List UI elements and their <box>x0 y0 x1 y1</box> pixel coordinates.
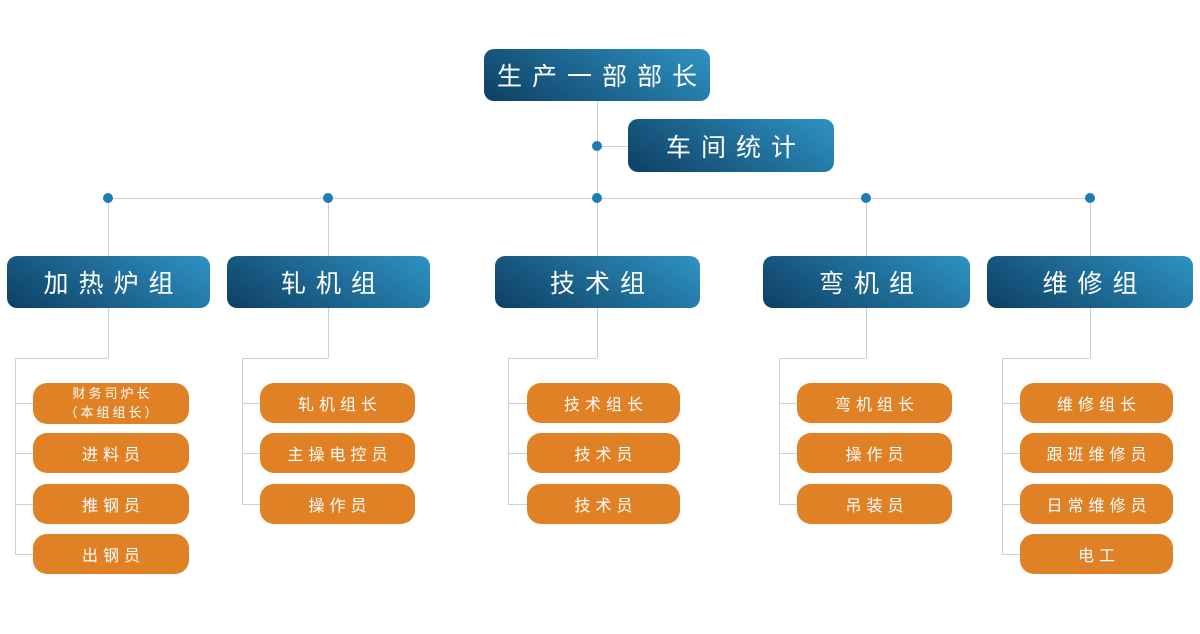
connector-line <box>597 198 598 256</box>
connector-line <box>328 308 329 358</box>
node-group-3: 技术组 <box>495 256 700 308</box>
node-group-1: 加热炉组 <box>7 256 210 308</box>
connector-line <box>779 403 797 404</box>
connector-line <box>108 308 109 358</box>
node-member-g3-2: 技术员 <box>527 433 680 473</box>
connector-line <box>1002 403 1020 404</box>
connector-line <box>1002 358 1090 359</box>
node-member-g4-2: 操作员 <box>797 433 952 473</box>
connector-line <box>779 358 780 504</box>
node-member-g3-1: 技术组长 <box>527 383 680 423</box>
connector-line <box>15 504 33 505</box>
connector-line <box>779 453 797 454</box>
connector-line <box>508 403 527 404</box>
connector-line <box>1002 554 1020 555</box>
connector-line <box>779 358 866 359</box>
node-group-5: 维修组 <box>987 256 1193 308</box>
node-staff: 车间统计 <box>628 119 834 172</box>
node-member-g1-1: 财务司炉长 （本组组长） <box>33 383 189 424</box>
connector-line <box>15 453 33 454</box>
connector-line <box>779 504 797 505</box>
node-member-g2-2: 主操电控员 <box>260 433 415 473</box>
node-member-g2-1: 轧机组长 <box>260 383 415 423</box>
junction-dot <box>103 193 113 203</box>
junction-dot <box>323 193 333 203</box>
connector-line <box>866 308 867 358</box>
node-group-2: 轧机组 <box>227 256 430 308</box>
connector-line <box>1002 453 1020 454</box>
node-member-g5-2: 跟班维修员 <box>1020 433 1173 473</box>
member-label: 财务司炉长 <box>72 385 153 401</box>
node-member-g4-1: 弯机组长 <box>797 383 952 423</box>
connector-line <box>1090 308 1091 358</box>
connector-line <box>508 453 527 454</box>
connector-line <box>15 358 108 359</box>
node-member-g2-3: 操作员 <box>260 484 415 524</box>
member-sublabel: （本组组长） <box>64 404 161 420</box>
connector-line <box>15 358 16 554</box>
node-member-g1-3: 推钢员 <box>33 484 189 524</box>
connector-line <box>108 198 109 256</box>
node-member-g4-3: 吊装员 <box>797 484 952 524</box>
connector-line <box>242 358 243 504</box>
junction-dot <box>592 193 602 203</box>
connector-line <box>242 504 260 505</box>
node-member-g1-4: 出钢员 <box>33 534 189 574</box>
node-root: 生产一部部长 <box>484 49 710 101</box>
connector-line <box>508 358 597 359</box>
connector-line <box>1002 504 1020 505</box>
node-member-g1-2: 进料员 <box>33 433 189 473</box>
connector-line <box>242 453 260 454</box>
connector-line <box>328 198 329 256</box>
connector-line <box>508 358 509 504</box>
connector-line <box>597 146 628 147</box>
connector-line <box>15 403 33 404</box>
junction-dot <box>592 141 602 151</box>
connector-line <box>866 198 867 256</box>
connector-line <box>1090 198 1091 256</box>
connector-line <box>597 308 598 358</box>
junction-dot <box>861 193 871 203</box>
node-member-g3-3: 技术员 <box>527 484 680 524</box>
connector-line <box>15 554 33 555</box>
node-member-g5-4: 电工 <box>1020 534 1173 574</box>
connector-line <box>1002 358 1003 554</box>
node-member-g5-1: 维修组长 <box>1020 383 1173 423</box>
node-group-4: 弯机组 <box>763 256 970 308</box>
node-member-g5-3: 日常维修员 <box>1020 484 1173 524</box>
connector-line <box>242 403 260 404</box>
connector-line <box>508 504 527 505</box>
junction-dot <box>1085 193 1095 203</box>
connector-line <box>242 358 328 359</box>
